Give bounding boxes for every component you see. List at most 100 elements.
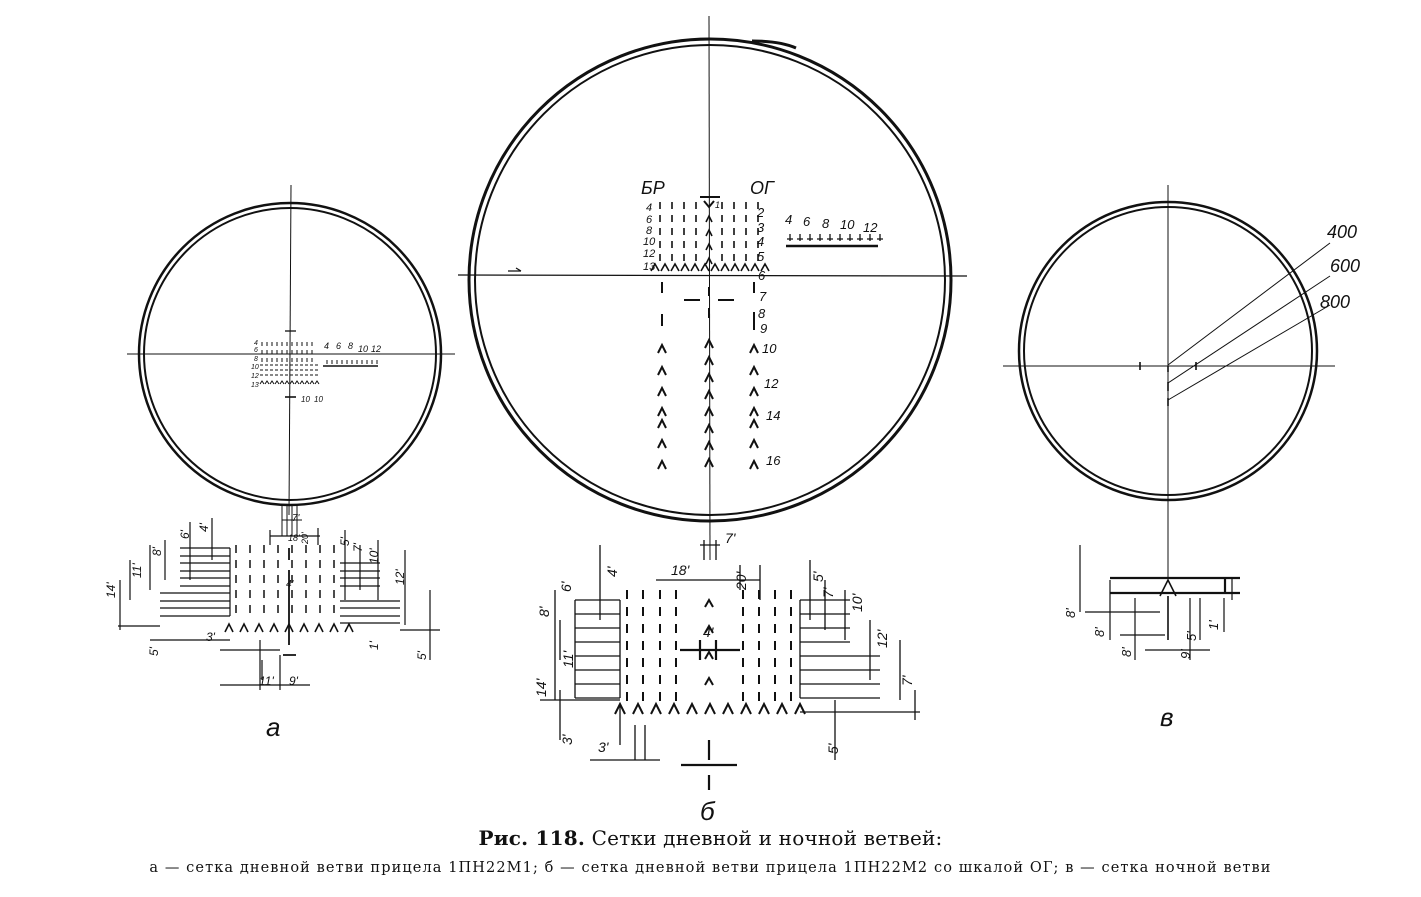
b-right-5: 5	[757, 249, 765, 264]
b-detail-chevrons	[614, 597, 806, 715]
b-dim-20: 20'	[733, 570, 749, 591]
a-left-8: 8	[254, 356, 258, 363]
a-mini-chevron-row	[259, 364, 320, 385]
b-dim-11: 11'	[560, 649, 576, 668]
panel-a-left-scale: 4 6 8 10 12 13	[251, 340, 259, 389]
b-dim-8: 8'	[536, 605, 552, 617]
panel-c-leader-600	[1167, 275, 1331, 384]
b-left-8: 8	[646, 225, 653, 237]
c-detail-dimension-lines	[1079, 545, 1233, 660]
a-left-13: 13	[251, 382, 259, 389]
panel-b-upper-grid	[650, 202, 883, 272]
c-dim-1: 1'	[1206, 620, 1221, 630]
a-dim-11-bottom: 11'	[259, 674, 274, 688]
b-lower-chevron-columns	[657, 337, 759, 470]
panel-c-dimensions: 8' 8' 8' 9' 5' 1'	[1063, 608, 1221, 659]
a-dim-5-top: 5'	[338, 536, 352, 546]
panel-b-label: б	[700, 796, 716, 826]
b-detail-right-bars	[799, 599, 880, 699]
c-dim-9: 9'	[1178, 649, 1193, 659]
a-bottom-10-left: 10	[301, 395, 310, 404]
a-left-10: 10	[251, 364, 259, 371]
b-detail-top-dims	[656, 540, 761, 600]
a-top-4: 4	[324, 341, 329, 351]
a-detail-extension-lines	[118, 518, 440, 660]
panel-b-left-scale: 4 6 8 10 12 13	[643, 202, 656, 273]
b-dim-7: 7'	[725, 530, 737, 546]
panel-a-vertical-line	[288, 184, 292, 516]
b-right-6: 6	[758, 268, 766, 283]
b-og-6: 6	[803, 214, 811, 229]
a-dim-11: 11'	[130, 563, 144, 578]
b-right-7: 7	[759, 289, 767, 304]
panel-b-lower-reticle	[657, 282, 759, 470]
panel-a-detail-view	[118, 518, 440, 690]
b-dim-4-center: 4'	[703, 624, 715, 640]
b-detail-left-dims	[540, 545, 660, 761]
b-detail-right-dims	[800, 560, 920, 760]
b-lower-cross-dashes	[661, 282, 755, 318]
a-dim-7-right: 7'	[351, 542, 365, 552]
a-top-8: 8	[348, 341, 353, 351]
a-detail-right-bars	[340, 562, 400, 624]
b-detail-center-marks	[680, 640, 740, 790]
b-header-br: БР	[641, 178, 665, 198]
a-detail-centerline	[283, 548, 296, 656]
a-left-12: 12	[251, 373, 259, 380]
a-mini-range-ticks	[326, 360, 378, 364]
c-dim-8-top: 8'	[1063, 608, 1078, 618]
a-dim-18: 18'	[288, 533, 300, 543]
a-detail-dash-columns	[235, 545, 335, 613]
panel-b-detail-view	[540, 540, 920, 790]
b-right-16: 16	[766, 453, 781, 468]
b-right-3: 3	[757, 220, 765, 235]
b-og-4: 4	[785, 212, 792, 227]
b-og-8: 8	[822, 216, 830, 231]
panel-a-mini-reticle	[259, 342, 378, 398]
panel-b-center-mark	[700, 196, 720, 209]
b-dim-3-bottom: 3'	[598, 739, 610, 755]
panel-a-bottom-scale: 10 10	[301, 395, 323, 404]
panel-a-day-reticle-1pn22m1	[118, 184, 455, 690]
b-left-13: 13	[643, 261, 656, 273]
b-og-10: 10	[840, 217, 855, 232]
c-range-800: 800	[1320, 292, 1350, 312]
panel-c-range-labels: 400 600 800	[1320, 222, 1360, 312]
panel-c-label: в	[1160, 702, 1174, 732]
a-dim-3: 3'	[206, 630, 216, 644]
a-bottom-10-right: 10	[314, 395, 323, 404]
b-header-og: ОГ	[750, 178, 775, 198]
b-right-14: 14	[766, 408, 780, 423]
c-dim-8-mid: 8'	[1092, 627, 1107, 637]
a-dim-5-right: 5'	[415, 650, 429, 660]
a-tower-lines	[281, 506, 302, 536]
panel-b-ring-mark	[751, 39, 797, 50]
b-dim-12: 12'	[874, 628, 890, 648]
b-dim-6: 6'	[558, 580, 574, 592]
panel-c-tick-marks	[1139, 362, 1197, 406]
panel-b-horizontal-line	[457, 274, 968, 277]
b-left-12: 12	[643, 248, 655, 260]
c-dim-5: 5'	[1184, 631, 1199, 641]
b-right-4: 4	[757, 234, 764, 249]
b-right-10: 10	[762, 341, 777, 356]
figure-title: Сетки дневной и ночной ветвей:	[591, 826, 943, 850]
b-dim-4-top: 4'	[604, 565, 620, 577]
b-detail-left-bars	[574, 599, 621, 699]
b-left-10: 10	[643, 236, 656, 248]
panel-a-top-scale: 4 6 8 10 12	[324, 341, 381, 354]
panel-b-day-reticle-1pn22m2	[457, 15, 968, 790]
a-left-4: 4	[254, 340, 258, 347]
b-center-mark-label: 1	[715, 200, 720, 210]
a-dim-20: 20'	[300, 532, 310, 545]
a-detail-top-dims	[269, 528, 320, 545]
a-dim-5-left: 5'	[147, 646, 161, 656]
a-mini-dash-columns	[261, 342, 313, 362]
b-right-2: 2	[756, 205, 765, 220]
a-dim-4: 4'	[197, 522, 211, 532]
b-right-12: 12	[764, 376, 779, 391]
b-right-9: 9	[760, 321, 767, 336]
panel-a-tower-ticks	[281, 506, 302, 536]
a-detail-bottom-dims	[220, 640, 310, 690]
